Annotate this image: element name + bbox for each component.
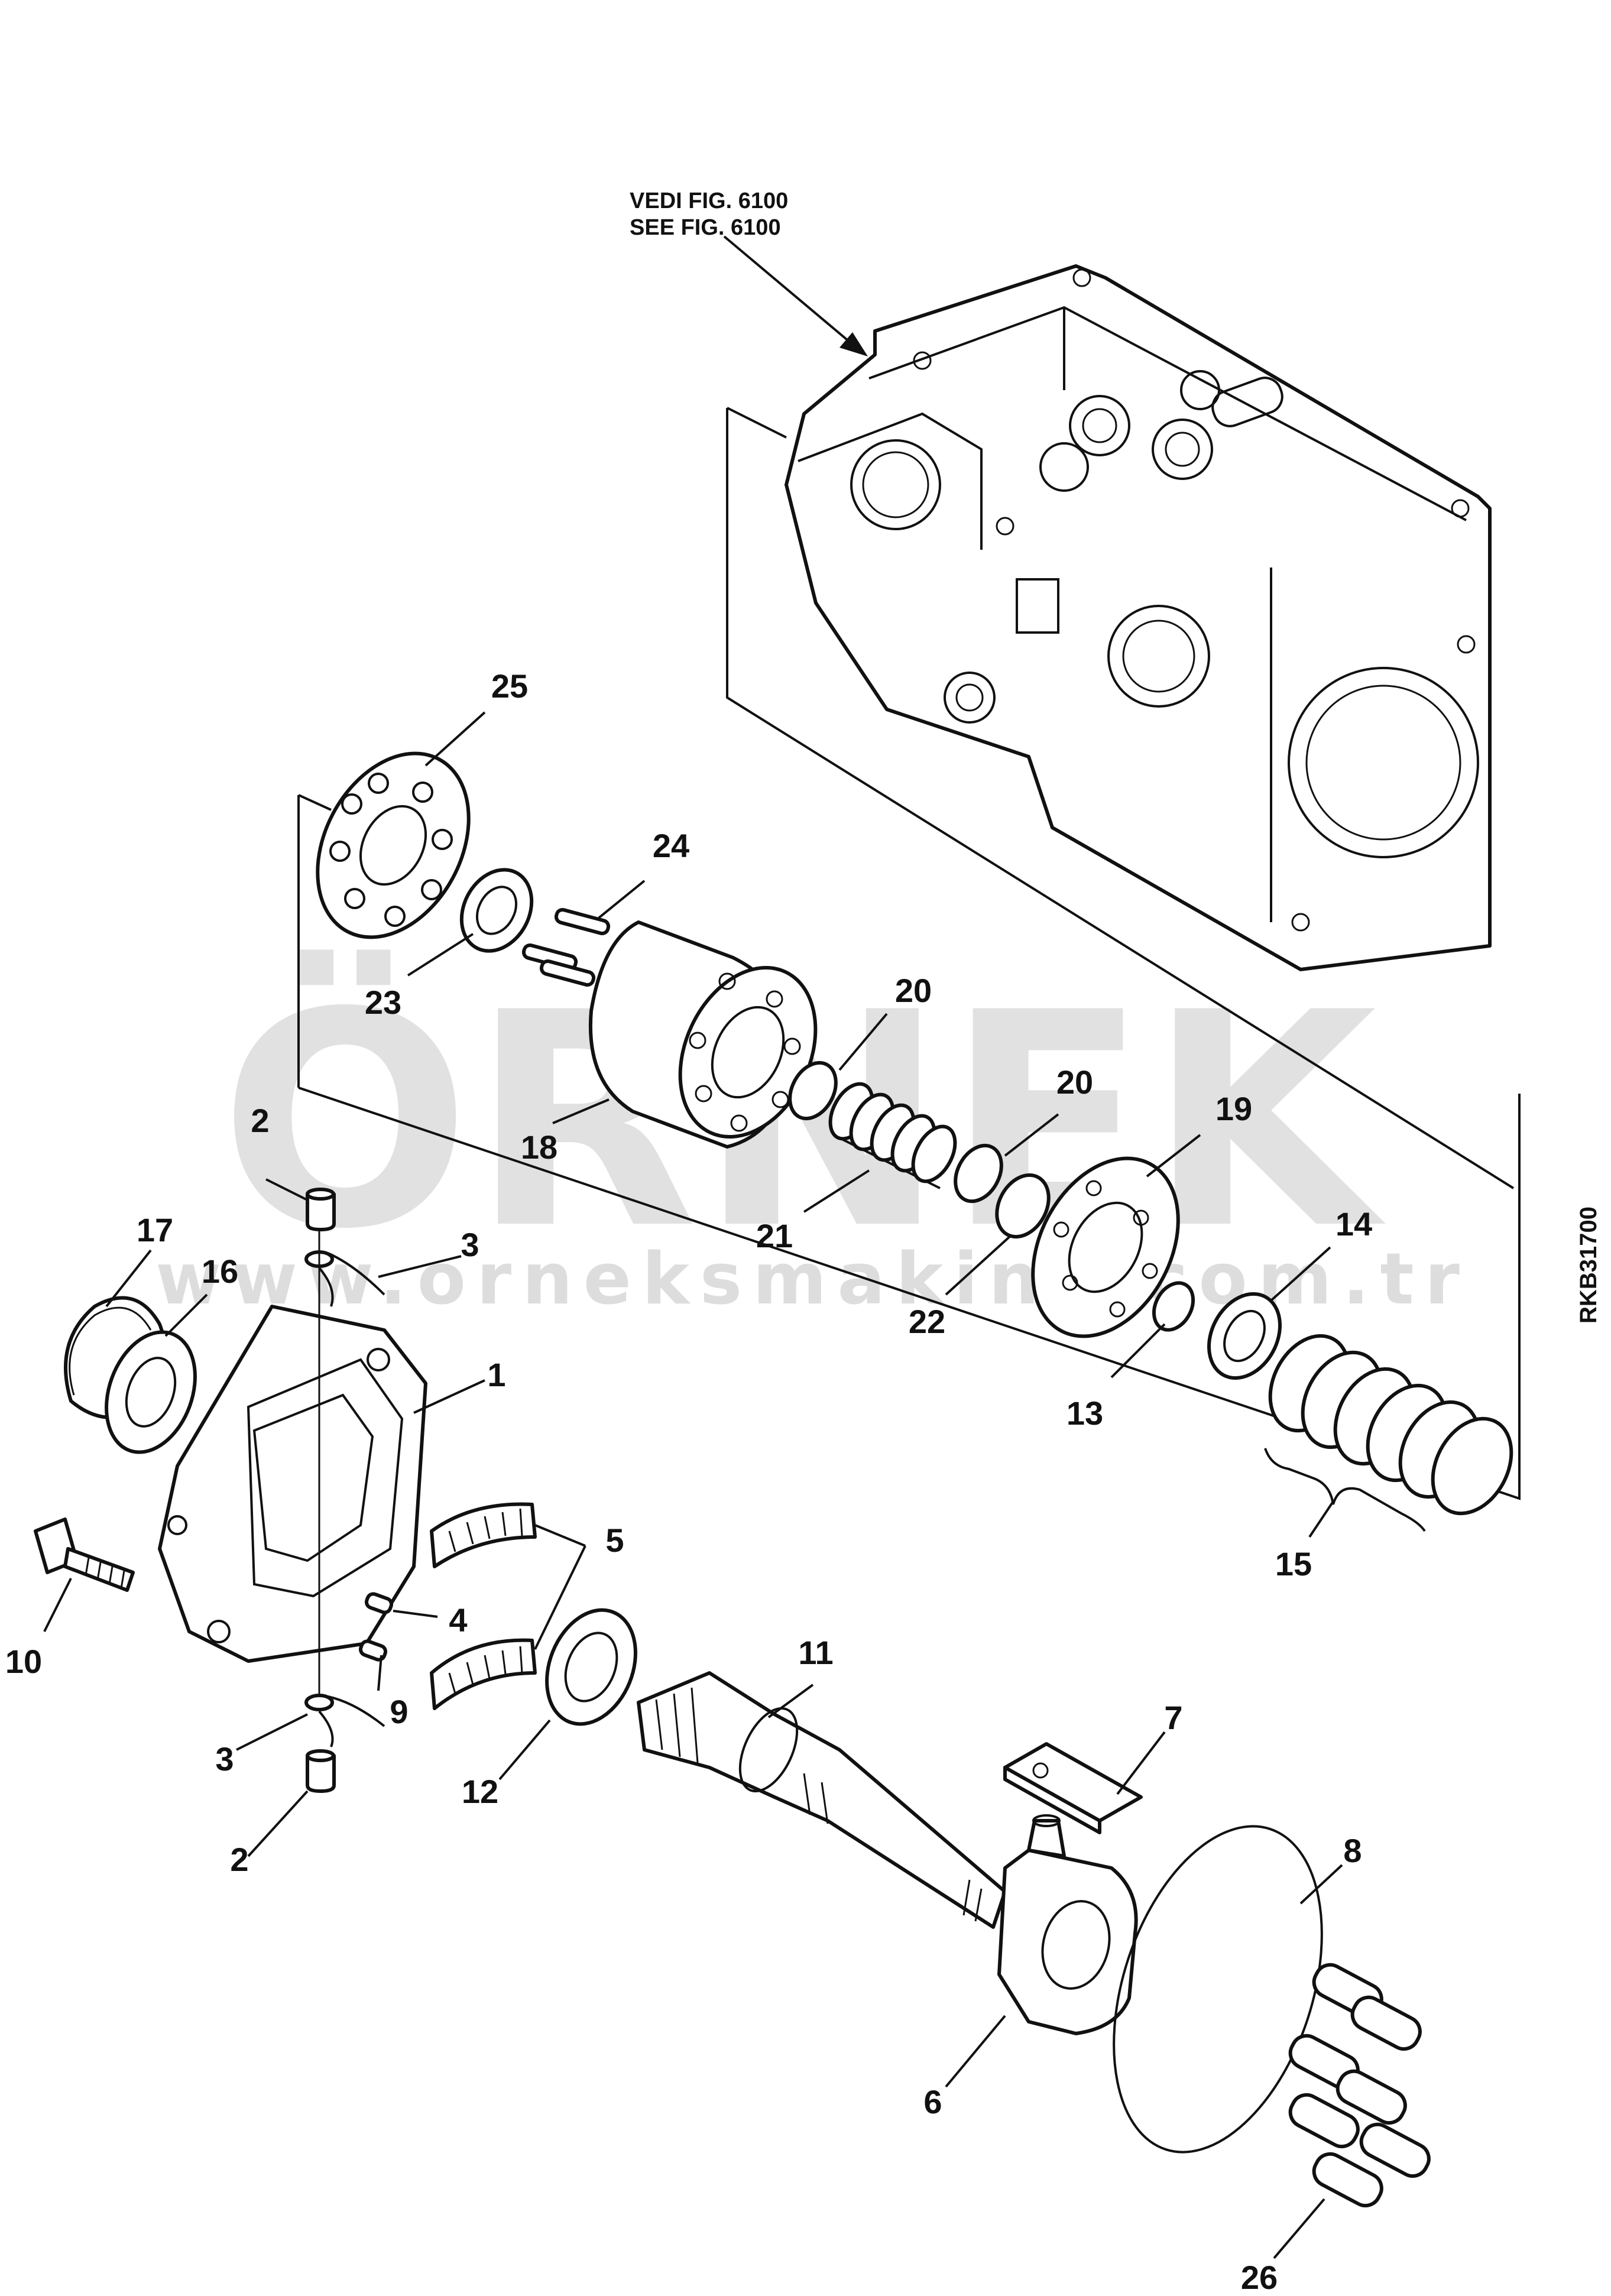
callout-19: 19 [1215, 1090, 1252, 1127]
callout-1: 1 [487, 1356, 505, 1393]
callout-8: 8 [1343, 1832, 1362, 1869]
reference-note-line1: VEDI FIG. 6100 [630, 189, 788, 213]
callout-16: 16 [202, 1253, 238, 1290]
shoe-pad-part-5-upper [430, 1502, 537, 1568]
callout-21: 21 [756, 1217, 793, 1254]
callout-25: 25 [491, 667, 528, 705]
callout-10: 10 [5, 1643, 42, 1680]
callout-4: 4 [449, 1601, 467, 1639]
cylinder-block-part-18 [588, 920, 818, 1149]
callout-9: 9 [390, 1693, 408, 1730]
reference-arrow [723, 235, 868, 356]
callout-20-upper: 20 [895, 972, 932, 1009]
callout-22: 22 [909, 1303, 945, 1340]
o-ring-part-8 [1113, 1825, 1323, 2154]
ring-part-14 [1207, 1292, 1282, 1380]
spherical-bushing-part-23 [459, 868, 534, 953]
callout-14: 14 [1336, 1205, 1372, 1243]
callout-11: 11 [798, 1634, 833, 1671]
bearing-part-12 [545, 1608, 637, 1726]
callout-3-lower: 3 [215, 1740, 234, 1778]
callout-20-lower: 20 [1056, 1063, 1093, 1101]
callout-12: 12 [462, 1773, 498, 1810]
callout-5: 5 [605, 1522, 624, 1559]
pin-part-4 [364, 1592, 394, 1614]
callout-15: 15 [1275, 1545, 1312, 1582]
key-plate-part-7 [1003, 1742, 1143, 1834]
valve-plate-part-25 [316, 751, 471, 939]
shoe-pad-part-5-lower [430, 1638, 537, 1710]
pin-part-2-upper [306, 1188, 336, 1231]
snap-ring-part-22 [995, 1173, 1051, 1239]
washer-part-20-lower [954, 1143, 1003, 1204]
pin-part-2-lower [306, 1749, 336, 1793]
callout-17: 17 [137, 1211, 173, 1248]
bolt-part-10 [34, 1517, 135, 1592]
oil-seal-part-16 [105, 1330, 197, 1454]
clip-part-3-lower [304, 1694, 385, 1747]
washer-part-20-upper [788, 1061, 838, 1121]
callout-13: 13 [1067, 1395, 1103, 1432]
callout-24: 24 [653, 827, 689, 864]
pins-part-24 [521, 907, 611, 987]
drive-shaft-part-11 [637, 1671, 1007, 1929]
callout-26: 26 [1241, 2259, 1278, 2296]
pump-housing [726, 264, 1515, 1189]
callout-2-upper: 2 [251, 1102, 269, 1139]
pin-part-9 [358, 1639, 388, 1662]
callout-7: 7 [1164, 1699, 1182, 1736]
callout-18: 18 [521, 1128, 557, 1166]
swashplate-part-6 [997, 1814, 1138, 2035]
spring-set-part-15 [1264, 1334, 1513, 1532]
rotating-group-bracket [297, 794, 1521, 1500]
callout-6: 6 [923, 2083, 942, 2120]
retainer-plate-part-19 [1031, 1156, 1180, 1338]
drawing-code: RKB31700 [1576, 1207, 1602, 1324]
leader-lines [43, 711, 1343, 2259]
reference-note-line2: SEE FIG. 6100 [630, 215, 781, 240]
callout-23: 23 [365, 984, 401, 1021]
spring-part-21 [828, 1082, 957, 1189]
callout-3-upper: 3 [461, 1226, 479, 1263]
pistons-part-26 [1288, 1963, 1431, 2208]
callout-2-lower: 2 [230, 1841, 248, 1878]
